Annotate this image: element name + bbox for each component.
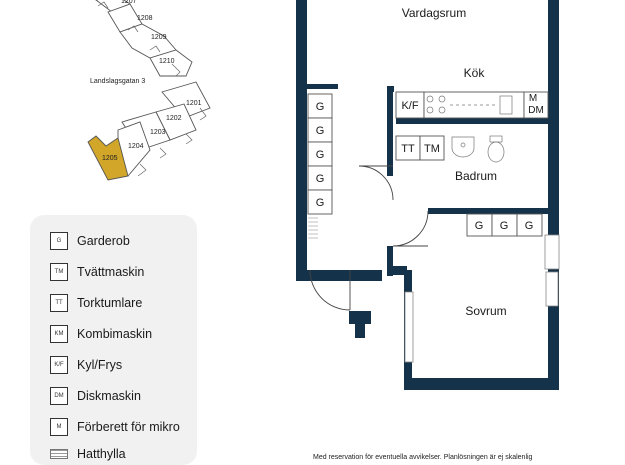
unit-label-1201: 1201 bbox=[186, 100, 202, 107]
legend-item-kylfrys: K/F Kyl/Frys bbox=[50, 354, 122, 376]
legend-label: Torktumlare bbox=[77, 296, 143, 310]
legend-item-mikro: M Förberett för mikro bbox=[50, 416, 180, 438]
hatshelf-symbol bbox=[50, 449, 68, 459]
legend-item-hatthylla: Hatthylla bbox=[50, 443, 126, 465]
entrance-door-swing bbox=[309, 269, 351, 311]
street-name: Landslagsgatan 3 bbox=[90, 78, 145, 85]
legend-item-diskmaskin: DM Diskmaskin bbox=[50, 385, 141, 407]
unit-label-1203: 1203 bbox=[150, 129, 166, 136]
legend-symbol: TM bbox=[50, 263, 68, 281]
hall-wardrobe-label: G bbox=[316, 149, 325, 161]
window-east bbox=[544, 234, 560, 270]
room-label-sovrum: Sovrum bbox=[465, 304, 506, 318]
hall-wardrobe-label: G bbox=[316, 125, 325, 137]
label-kf: K/F bbox=[401, 100, 418, 112]
unit-1210-shape bbox=[149, 49, 193, 77]
hall-wardrobe-4 bbox=[307, 165, 333, 191]
room-label-kok: Kök bbox=[464, 66, 486, 80]
stove-icon bbox=[426, 95, 434, 103]
legend-item-garderob: G Garderob bbox=[50, 230, 130, 252]
unit-label-1202: 1202 bbox=[166, 115, 182, 122]
hall-wardrobe-label: G bbox=[316, 101, 325, 113]
disclaimer-text: Med reservation för eventuella avvikelse… bbox=[313, 454, 533, 461]
legend-symbol: DM bbox=[50, 387, 68, 405]
unit-label-1210: 1210 bbox=[159, 58, 175, 65]
unit-label-1204: 1204 bbox=[128, 143, 144, 150]
legend-label: Tvättmaskin bbox=[77, 265, 145, 279]
legend-label: Hatthylla bbox=[77, 447, 126, 461]
hall-wardrobe-2 bbox=[307, 117, 333, 143]
label-m: M bbox=[529, 93, 537, 104]
legend-item-kombimaskin: KM Kombimaskin bbox=[50, 323, 152, 345]
legend-symbol: G bbox=[50, 232, 68, 250]
label-tm: TM bbox=[424, 143, 440, 155]
legend-symbol: M bbox=[50, 418, 68, 436]
site-plan: 1207 1208 1209 1210 1201 1202 1203 1204 … bbox=[87, 0, 211, 181]
bedroom-wardrobe-3 bbox=[516, 213, 543, 237]
legend-label: Diskmaskin bbox=[77, 389, 141, 403]
window-bedroom bbox=[404, 291, 414, 363]
hall-door-swing bbox=[358, 165, 394, 201]
walls bbox=[296, 0, 559, 390]
unit-1205-shape bbox=[87, 135, 129, 181]
legend-symbol: TT bbox=[50, 294, 68, 312]
legend-panel: G Garderob TM Tvättmaskin TT Torktumlare… bbox=[30, 215, 197, 465]
legend-label: Garderob bbox=[77, 234, 130, 248]
hall-wardrobe-5 bbox=[307, 189, 333, 215]
toilet-icon bbox=[489, 135, 503, 143]
bedroom-wardrobe-label: G bbox=[500, 220, 509, 232]
legend-symbol: K/F bbox=[50, 356, 68, 374]
washing-machine bbox=[419, 135, 445, 161]
legend-label: Förberett för mikro bbox=[77, 420, 180, 434]
hall-wardrobe-1 bbox=[307, 93, 333, 119]
unit-label-1207: 1207 bbox=[121, 0, 137, 5]
sink-icon bbox=[499, 95, 513, 115]
bedroom-wardrobe-label: G bbox=[525, 220, 534, 232]
hall-wardrobe-label: G bbox=[316, 173, 325, 185]
legend-item-torktumlare: TT Torktumlare bbox=[50, 292, 142, 314]
washbasin-icon bbox=[451, 136, 475, 158]
hall-wardrobe-label: G bbox=[316, 197, 325, 209]
bedroom-wardrobe-label: G bbox=[475, 220, 484, 232]
entrance-arrow-icon bbox=[349, 311, 371, 338]
label-dm: DM bbox=[528, 105, 544, 116]
legend-item-tvattmaskin: TM Tvättmaskin bbox=[50, 261, 144, 283]
room-label-badrum: Badrum bbox=[455, 169, 497, 183]
room-label-vardagsrum: Vardagsrum bbox=[402, 6, 466, 20]
window-east-2 bbox=[545, 271, 559, 307]
dishwasher bbox=[523, 91, 549, 119]
label-tt: TT bbox=[401, 143, 415, 155]
unit-label-1209: 1209 bbox=[151, 34, 167, 41]
floor-plan: Vardagsrum Kök Badrum Sovrum K/F M DM TT… bbox=[296, 0, 560, 390]
unit-label-1205: 1205 bbox=[102, 155, 118, 162]
legend-symbol: KM bbox=[50, 325, 68, 343]
unit-label-1208: 1208 bbox=[137, 15, 153, 22]
legend-label: Kombimaskin bbox=[77, 327, 153, 341]
bedroom-door-swing bbox=[392, 210, 429, 247]
legend-label: Kyl/Frys bbox=[77, 358, 123, 372]
